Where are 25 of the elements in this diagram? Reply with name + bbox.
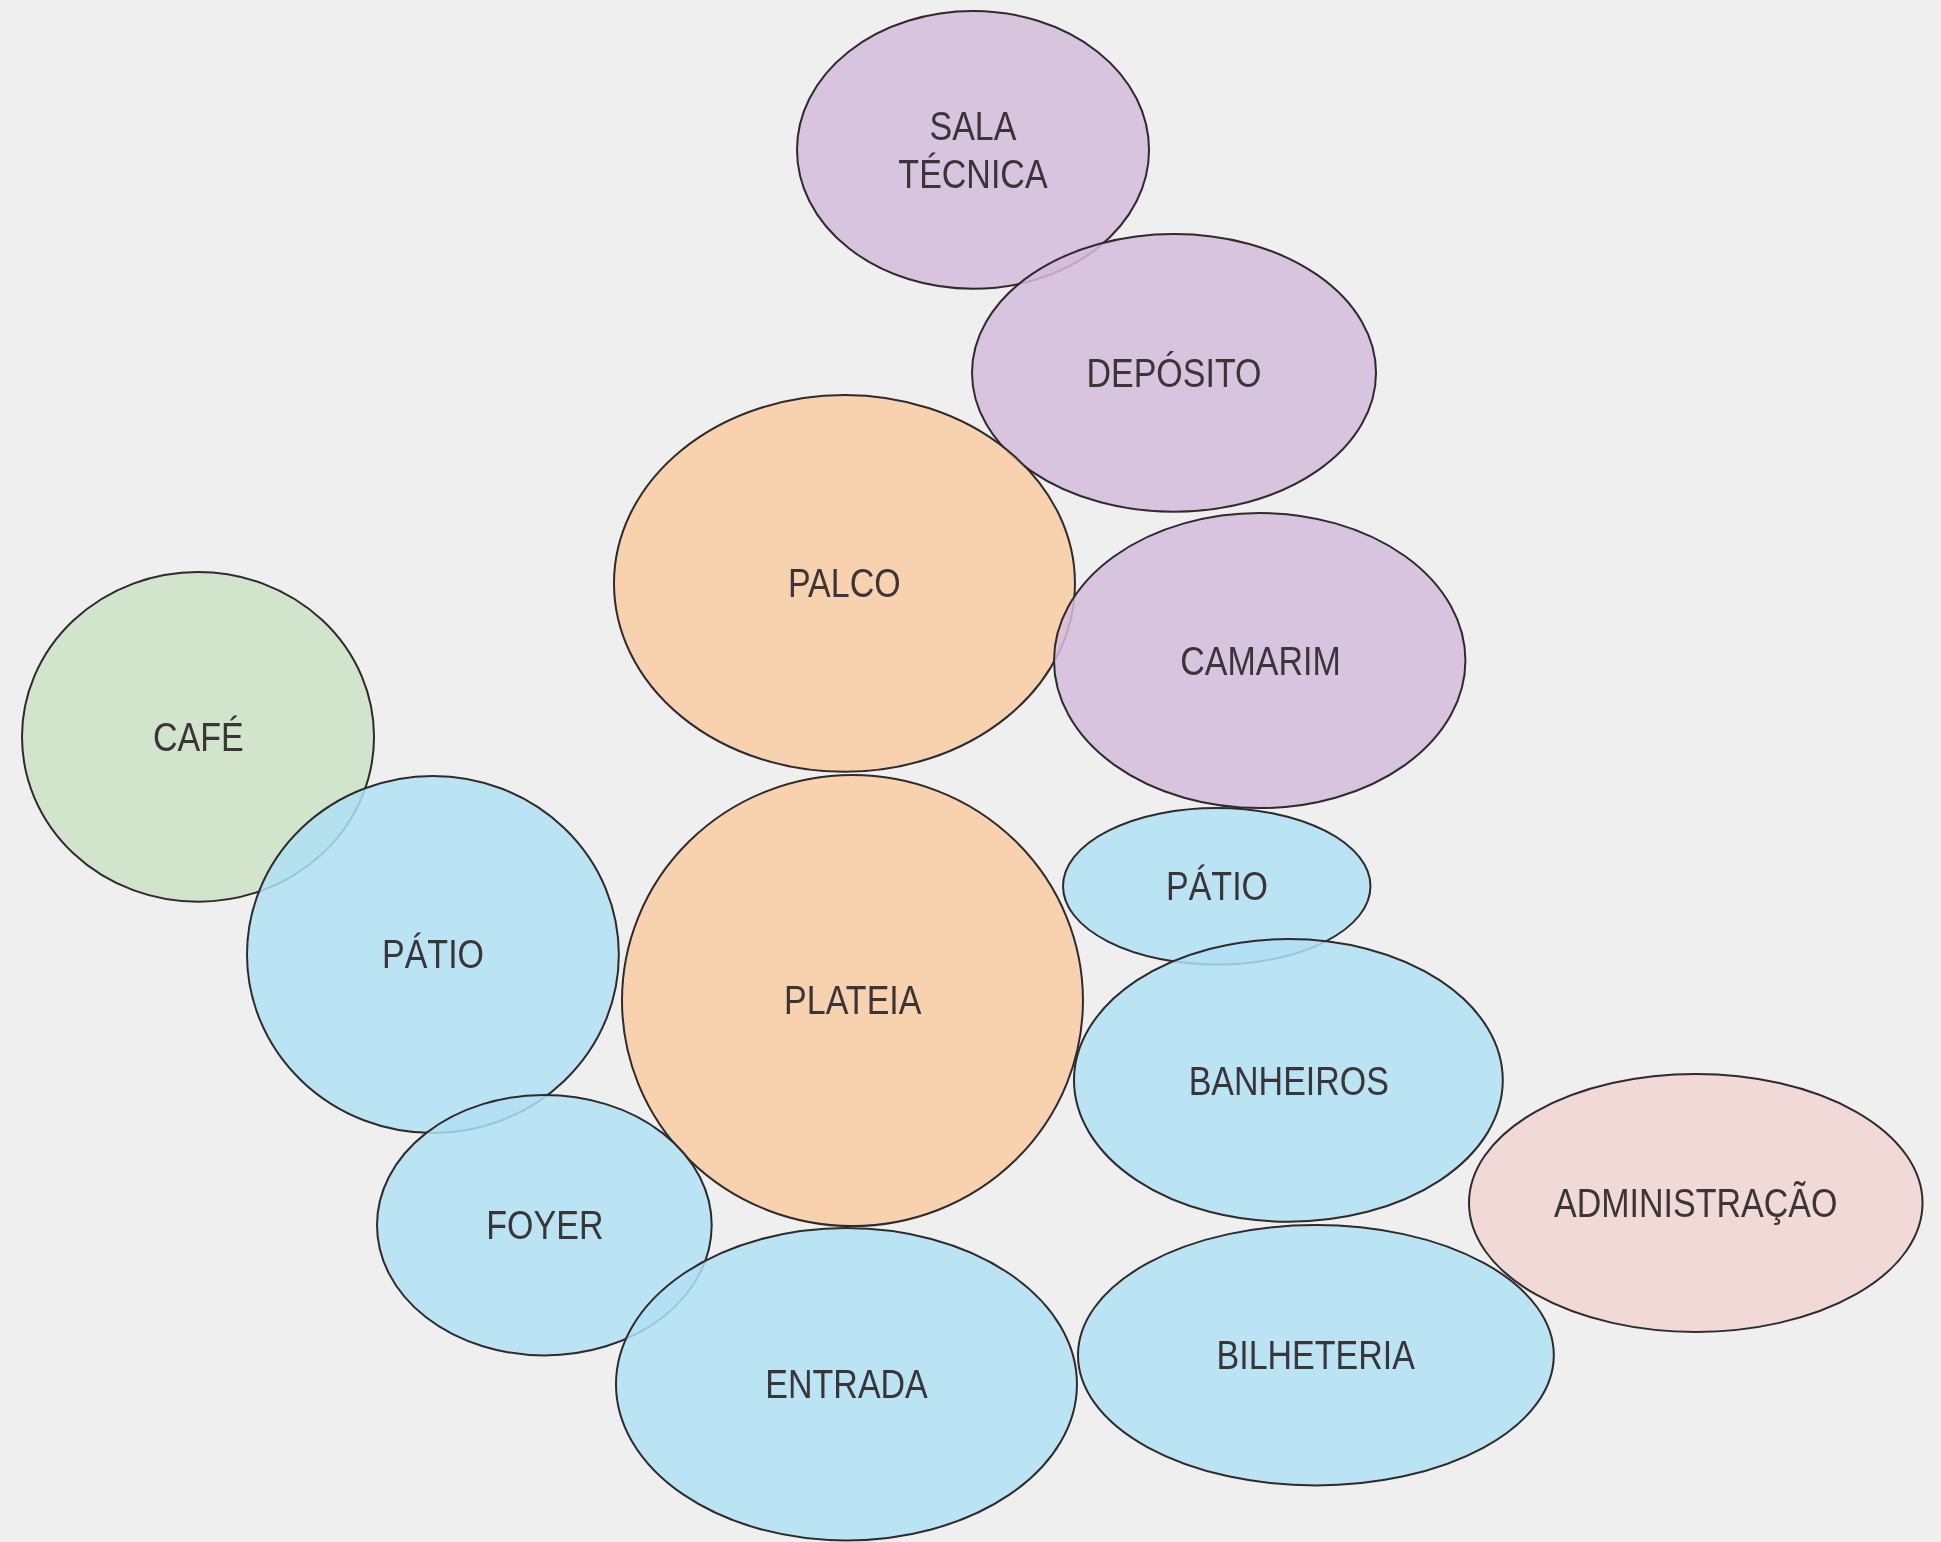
room-bubble [970, 232, 1377, 513]
room-bubble [795, 9, 1150, 290]
room-bubble [1053, 512, 1467, 810]
room-name: PALCO [787, 560, 901, 608]
room-name: CAFÉ [152, 713, 244, 761]
room-name: BILHETERIA [1216, 1332, 1416, 1380]
room-bubble [1468, 1073, 1924, 1334]
room-name: FOYER [486, 1202, 604, 1250]
room-name: PÁTIO [1165, 863, 1268, 911]
room-bubble [615, 1226, 1079, 1542]
room-name: CAMARIM [1179, 638, 1341, 685]
room-name: ENTRADA [765, 1360, 928, 1408]
room-name: ADMINISTRAÇÃO [1554, 1180, 1838, 1228]
room-bubble [612, 393, 1076, 773]
room-bubble [246, 774, 621, 1134]
room-name: PÁTIO [382, 931, 485, 979]
room-bubble [21, 570, 376, 903]
room-bubble [621, 773, 1085, 1227]
room-bubble [376, 1094, 713, 1357]
room-name: SALA TÉCNICA [897, 102, 1049, 198]
room-bubble [1076, 1224, 1555, 1487]
room-name: DEPÓSITO [1085, 349, 1262, 397]
room-bubble [1073, 938, 1504, 1223]
room-name: PLATEIA [784, 977, 922, 1025]
room-name: BANHEIROS [1188, 1057, 1389, 1105]
